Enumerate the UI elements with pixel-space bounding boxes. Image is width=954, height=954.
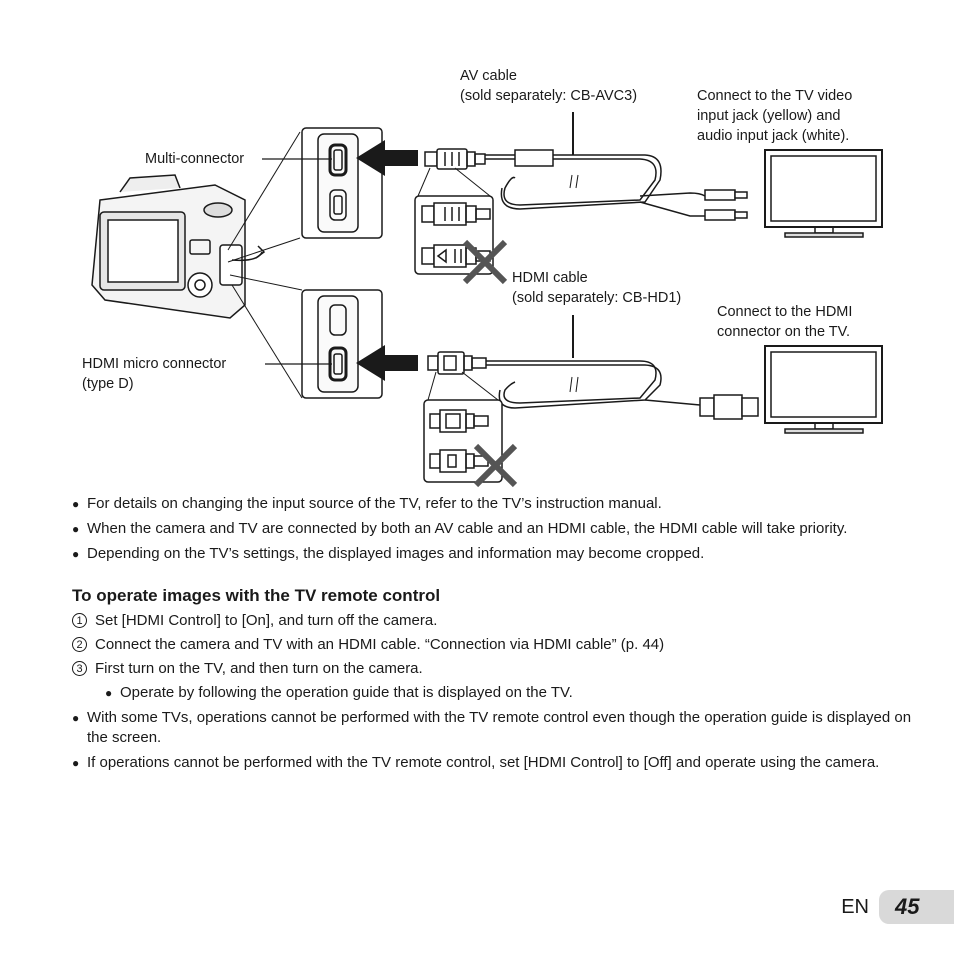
av-plug [424,148,486,170]
section-heading: To operate images with the TV remote con… [72,586,441,605]
note-item: With some TVs, operations cannot be perf… [72,708,912,748]
tv-video-note-3: audio input jack (white). [697,128,850,144]
hdmi-cable-sold: (sold separately: CB-HD1) [512,290,682,306]
page-text: For details on changing the input source… [72,494,912,778]
note-item: When the camera and TV are connected by … [72,519,912,539]
step-text: Connect the camera and TV with an HDMI c… [95,636,665,653]
tv-bottom [764,345,883,434]
step-item: 2 Connect the camera and TV with an HDMI… [72,635,912,655]
connection-diagram: AV cable (sold separately: CB-AVC3) Conn… [82,68,883,488]
av-cable-sold: (sold separately: CB-AVC3) [460,88,638,104]
page-footer: EN 45 [841,890,954,924]
tv-video-note-2: input jack (yellow) and [697,108,841,124]
note-item: For details on changing the input source… [72,494,912,514]
hdmi-cable-label: HDMI cable [512,270,588,286]
step-text: First turn on the TV, and then turn on t… [95,660,423,677]
hdmi-micro-label-2: (type D) [82,376,134,392]
diagram-art [91,112,883,488]
step-item: 3 First turn on the TV, and then turn on… [72,659,912,679]
step-number: 3 [72,661,87,676]
page-number: 45 [879,890,954,924]
tv-hdmi-note-2: connector on the TV. [717,324,851,340]
hdmi-micro-label-1: HDMI micro connector [82,356,227,372]
av-cable-label: AV cable [460,68,517,84]
note-item: Depending on the TV’s settings, the disp… [72,544,912,564]
step-item: 1 Set [HDMI Control] to [On], and turn o… [72,611,912,631]
tv-top [764,149,883,238]
multi-connector-label: Multi-connector [145,151,245,167]
step-number: 2 [72,637,87,652]
tv-hdmi-note-1: Connect to the HDMI [717,304,853,320]
hdmi-plug [427,351,487,375]
note-item: If operations cannot be performed with t… [72,753,912,773]
step-text: Set [HDMI Control] to [On], and turn off… [95,612,438,629]
tv-video-note-1: Connect to the TV video [697,88,853,104]
step-number: 1 [72,613,87,628]
sub-note: Operate by following the operation guide… [105,683,912,703]
camera-illustration [91,174,266,319]
language-code: EN [841,895,869,918]
